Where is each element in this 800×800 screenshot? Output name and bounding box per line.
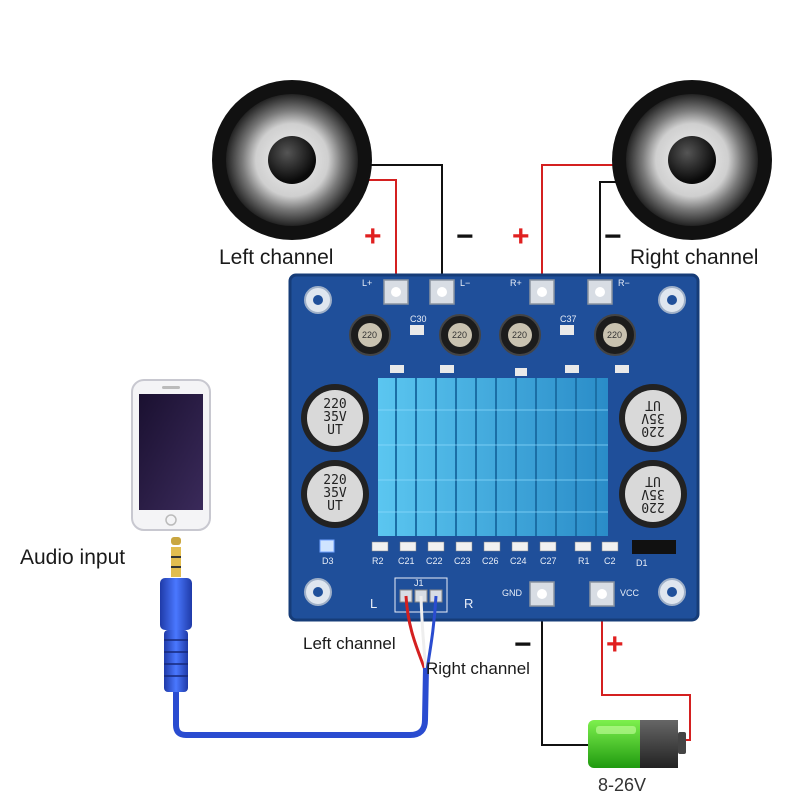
cap-value: 220 bbox=[323, 397, 347, 412]
silk-c26: C26 bbox=[482, 556, 499, 566]
cap-label-right-bottom: 220 35V UT bbox=[635, 473, 671, 514]
phone bbox=[131, 379, 211, 531]
cap-value: 220 bbox=[641, 499, 665, 514]
capacitors bbox=[301, 384, 687, 528]
input-mark-r: R bbox=[464, 596, 474, 611]
cap-voltage: 35V bbox=[323, 486, 347, 501]
cap-voltage: 35V bbox=[323, 410, 347, 425]
wire-left-plus bbox=[368, 179, 397, 290]
voltage-label: 8-26V bbox=[598, 775, 647, 795]
terminal-label-r-plus: R+ bbox=[510, 278, 522, 288]
cap-value: 220 bbox=[641, 423, 665, 438]
right-plus-sign: + bbox=[512, 220, 530, 253]
wire-gnd bbox=[541, 598, 588, 746]
cap-label-right-top: 220 35V UT bbox=[635, 397, 671, 438]
silk-c22: C22 bbox=[426, 556, 443, 566]
audio-jack bbox=[160, 537, 192, 692]
audio-cable bbox=[173, 667, 429, 738]
silk-c37: C37 bbox=[560, 314, 577, 324]
speaker-wires bbox=[362, 164, 691, 746]
inductor-value-4: 220 bbox=[607, 330, 623, 340]
silk-c24: C24 bbox=[510, 556, 527, 566]
cap-brand: UT bbox=[327, 423, 343, 438]
amplifier-board bbox=[288, 273, 700, 622]
left-plus-sign: + bbox=[364, 220, 382, 253]
silk-d1: D1 bbox=[636, 558, 648, 568]
terminal-label-vcc: VCC bbox=[620, 588, 640, 598]
left-speaker bbox=[212, 80, 372, 240]
cap-label-left-bottom: 220 35V UT bbox=[317, 474, 353, 513]
right-channel-label: Right channel bbox=[630, 246, 759, 269]
wire-right-plus bbox=[541, 164, 635, 290]
silk-c21: C21 bbox=[398, 556, 415, 566]
heatsink bbox=[378, 378, 608, 536]
inductor-value-3: 220 bbox=[512, 330, 528, 340]
right-speaker bbox=[612, 80, 772, 240]
silk-c30: C30 bbox=[410, 314, 427, 324]
silk-r2: R2 bbox=[372, 556, 384, 566]
cap-label-left-top: 220 35V UT bbox=[317, 398, 353, 437]
terminal-label-gnd: GND bbox=[502, 588, 522, 598]
silk-c23: C23 bbox=[454, 556, 471, 566]
silk-c2: C2 bbox=[604, 556, 616, 566]
wire-left-minus bbox=[362, 164, 443, 290]
silk-r1: R1 bbox=[578, 556, 590, 566]
input-wires bbox=[404, 595, 438, 671]
terminal-label-l-minus: L− bbox=[460, 278, 471, 288]
left-minus-sign: − bbox=[456, 220, 474, 253]
terminal-label-r-minus: R− bbox=[618, 278, 630, 288]
inductor-value-1: 220 bbox=[362, 330, 378, 340]
input-right-channel-label: Right channel bbox=[426, 659, 530, 678]
cap-voltage: 35V bbox=[641, 486, 665, 501]
input-mark-l: L bbox=[370, 596, 378, 611]
terminal-label-l-plus: L+ bbox=[362, 278, 373, 288]
battery bbox=[588, 720, 686, 768]
inductor-value-2: 220 bbox=[452, 330, 468, 340]
silk-c27: C27 bbox=[540, 556, 557, 566]
cap-brand: UT bbox=[327, 499, 343, 514]
wire-vcc bbox=[601, 598, 691, 741]
right-minus-sign: − bbox=[604, 220, 622, 253]
cap-value: 220 bbox=[323, 473, 347, 488]
cap-voltage: 35V bbox=[641, 410, 665, 425]
vcc-plus-sign: + bbox=[606, 628, 624, 661]
silk-d3: D3 bbox=[322, 556, 334, 566]
gnd-minus-sign: − bbox=[514, 628, 532, 661]
input-header-label: J1 bbox=[414, 578, 424, 588]
audio-input-label: Audio input bbox=[20, 546, 126, 569]
input-left-channel-label: Left channel bbox=[303, 634, 396, 653]
left-channel-label: Left channel bbox=[219, 246, 334, 269]
